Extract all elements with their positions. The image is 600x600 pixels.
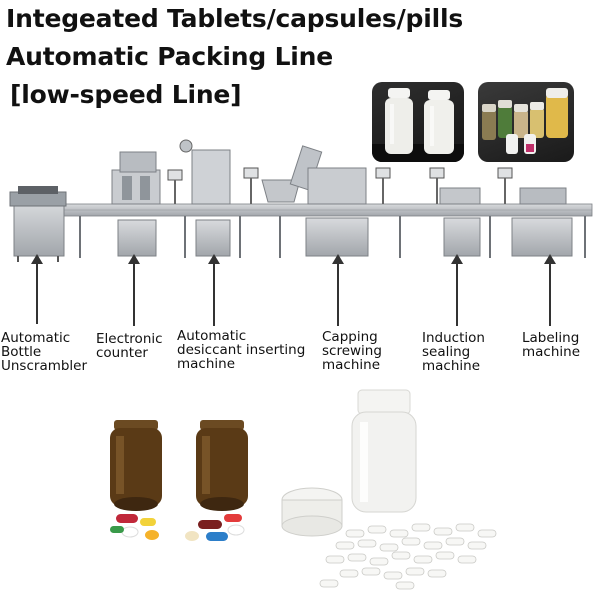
capping-arrow xyxy=(332,254,344,326)
desiccant-arrow xyxy=(208,254,220,326)
page-title-line-1: Integeated Tablets/capsules/pills xyxy=(6,4,463,33)
counter-arrow xyxy=(128,254,140,326)
unscrambler-arrow xyxy=(31,254,43,324)
white-bottles-illustration xyxy=(372,88,464,162)
page-title-line-3: [low-speed Line] xyxy=(10,80,242,109)
induction-arrow xyxy=(451,254,463,326)
page-title-line-2: Automatic Packing Line xyxy=(6,42,334,71)
assorted-bottles-photo xyxy=(478,82,574,162)
assorted-bottles-illustration xyxy=(482,88,568,154)
labeling-arrow xyxy=(544,254,556,326)
packing-line-machine-illustration xyxy=(9,139,593,262)
product-bottles-illustration xyxy=(110,389,497,590)
white-bottles-photo xyxy=(372,82,464,162)
